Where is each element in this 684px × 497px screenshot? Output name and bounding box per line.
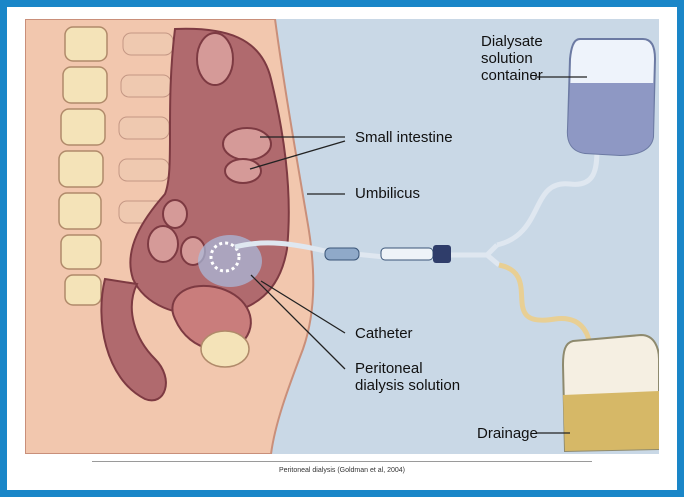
catheter-connector — [325, 248, 359, 260]
peritoneal-solution-label: Peritoneal dialysis solution — [355, 360, 460, 394]
umbilicus-label: Umbilicus — [355, 185, 420, 202]
catheter-label: Catheter — [355, 325, 413, 342]
figure-frame: Dialysate solution container Small intes… — [7, 7, 677, 490]
y-connector — [451, 245, 499, 265]
drain-line — [499, 265, 590, 349]
illustration-panel: Dialysate solution container Small intes… — [25, 19, 659, 454]
drainage-label: Drainage — [477, 425, 538, 442]
transfer-set — [381, 248, 433, 260]
small-intestine-label: Small intestine — [355, 129, 453, 146]
caption-divider — [92, 461, 592, 462]
drainage-fluid — [563, 391, 659, 451]
dialysate-container-label: Dialysate solution container — [481, 33, 543, 84]
spine — [59, 27, 107, 305]
transfer-clamp — [433, 245, 451, 263]
peritoneal-dialysis-illustration — [25, 19, 659, 454]
inflow-line — [497, 149, 597, 245]
figure-caption: Peritoneal dialysis (Goldman et al, 2004… — [7, 467, 677, 474]
pubic-bone — [201, 331, 249, 367]
dialysate-fluid — [568, 83, 654, 155]
